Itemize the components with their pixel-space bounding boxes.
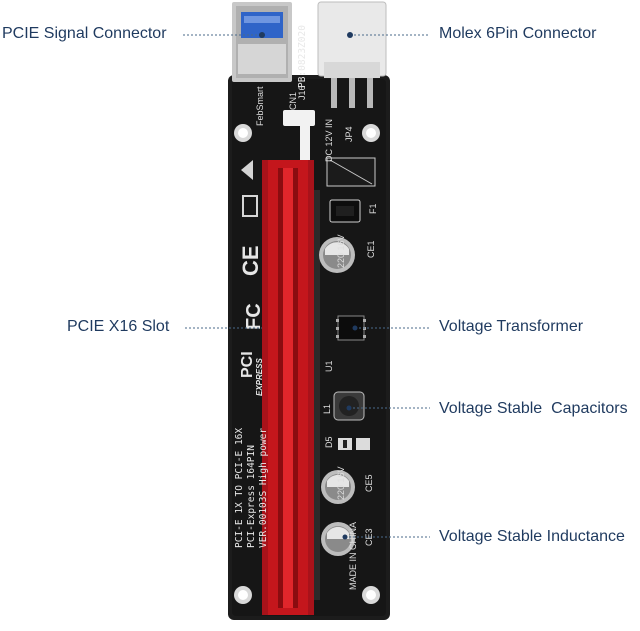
fc-mark: FC <box>243 303 265 330</box>
white-header-stem <box>300 122 310 162</box>
silk-line-1: PCI-E 1X TO PCI-E 16X <box>234 428 245 548</box>
ce5-cap-marking: 220 16V <box>336 466 346 500</box>
brand-text: FebSmart <box>255 86 265 126</box>
callout-pcie-x16-slot: PCIE X16 Slot <box>67 318 170 335</box>
silk-line-3: VER.00103S High power <box>258 428 269 548</box>
esd-triangle-icon <box>241 160 253 180</box>
ce-mark: CE <box>238 245 263 276</box>
leader-dot-transformer <box>352 325 358 331</box>
capacitor-ce3 <box>321 522 355 556</box>
leader-dot-signal <box>259 32 265 38</box>
mounting-hole-top-left <box>234 124 252 142</box>
callout-voltage-stable-inductance: Voltage Stable Inductance <box>439 528 625 545</box>
d5-label: D5 <box>324 436 334 448</box>
ce1-cap-marking: 220 16V <box>336 234 346 268</box>
f1-label: F1 <box>368 203 378 214</box>
callout-pcie-signal-connector: PCIE Signal Connector <box>2 25 167 42</box>
pcie-logo-top: PCI <box>239 351 256 378</box>
caution-line <box>329 159 373 185</box>
callout-molex-connector: Molex 6Pin Connector <box>439 25 597 42</box>
dc12v-label: DC 12V IN <box>324 119 334 162</box>
mounting-hole-bottom-right <box>362 586 380 604</box>
fuse-body <box>336 206 354 216</box>
cn1-label: CN1 <box>288 92 298 110</box>
transformer-chip <box>336 315 366 341</box>
white-header-connector <box>283 110 315 126</box>
mounting-hole-bottom-left <box>234 586 252 604</box>
callout-voltage-stable-capacitors: Voltage Stable Capacitors <box>439 400 628 417</box>
leader-dot-molex <box>347 32 353 38</box>
mounting-hole-top-right <box>362 124 380 142</box>
diode-d5 <box>338 438 370 450</box>
silk-line-2: PCI-Express 164PIN <box>246 445 257 548</box>
pin-strip <box>314 190 320 600</box>
u1-label: U1 <box>324 360 334 372</box>
made-in-china-text: MADE IN CHINA <box>348 522 358 590</box>
pcie-x16-slot <box>262 160 314 615</box>
jp4-label: JP4 <box>344 126 354 142</box>
date-code-text: PB:0823Z020 <box>297 25 308 88</box>
pcie-logo-bottom: EXPRESS <box>255 358 264 396</box>
molex-connector <box>317 1 387 108</box>
capacitor-ce1 <box>319 237 355 273</box>
leader-dot-capacitors <box>346 405 352 411</box>
callout-voltage-transformer: Voltage Transformer <box>439 318 584 335</box>
usb-signal-connector <box>232 2 292 82</box>
capacitor-ce5 <box>321 470 355 504</box>
ce5-label: CE5 <box>364 474 374 492</box>
l1-label: L1 <box>322 404 332 414</box>
leader-dot-inductance <box>342 534 348 540</box>
recycle-icon <box>242 195 258 217</box>
ce1-label: CE1 <box>366 240 376 258</box>
j16-label: J16 <box>297 85 307 100</box>
